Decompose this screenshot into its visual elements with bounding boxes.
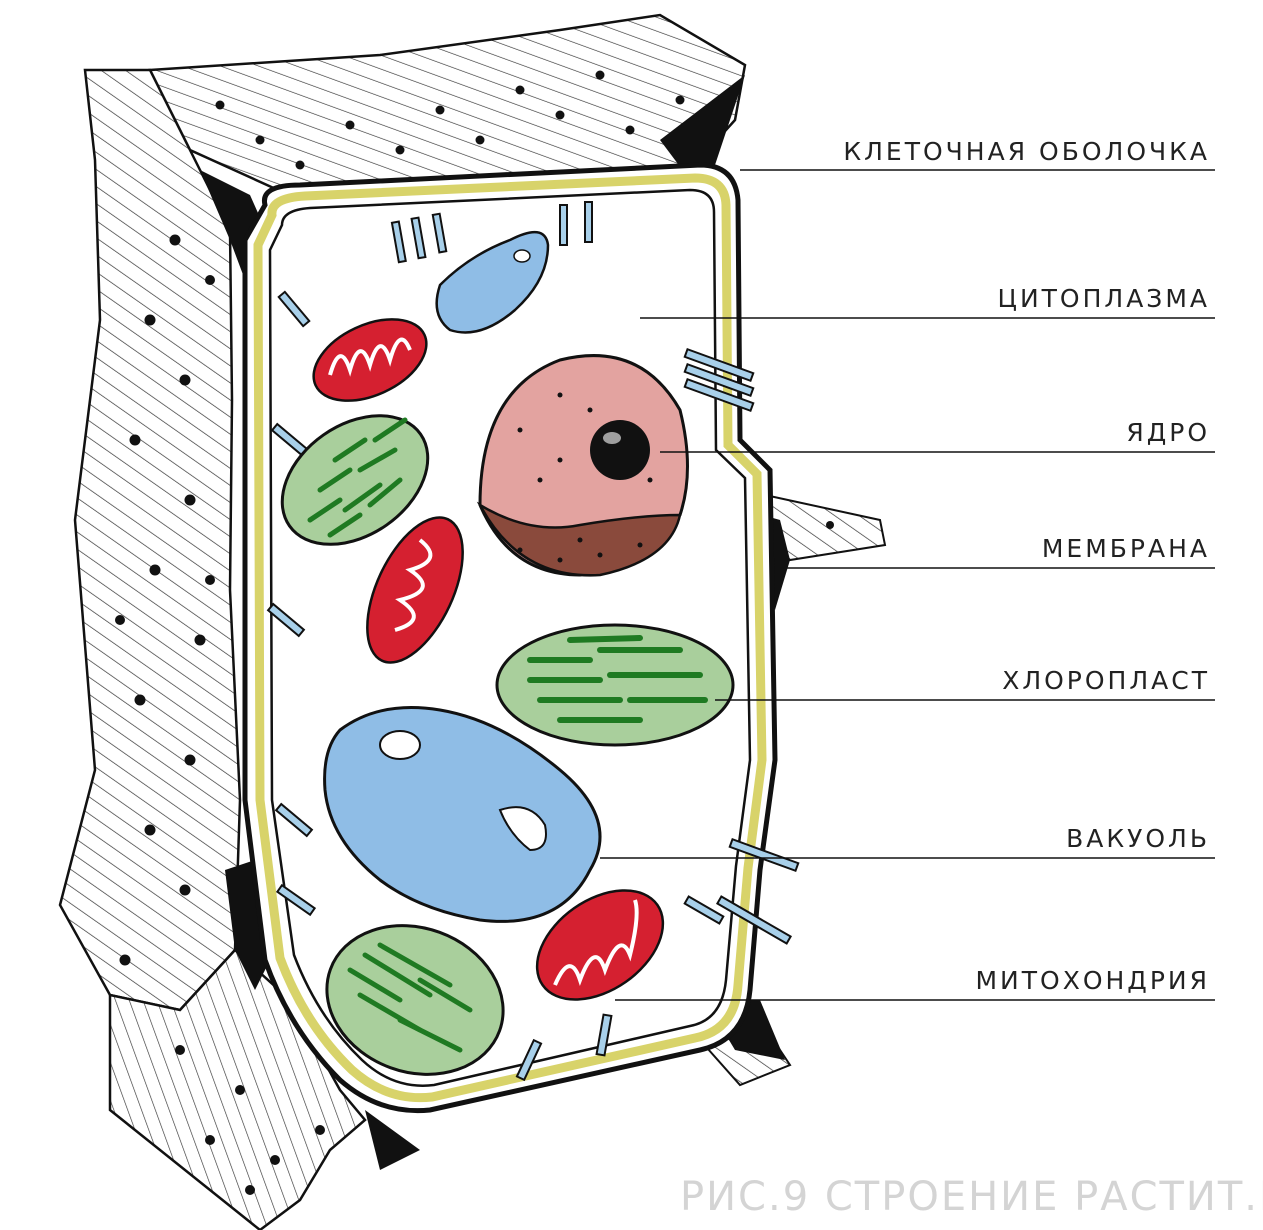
chloroplast-2 <box>497 625 733 745</box>
label-chloroplast: ХЛОРОПЛАСТ <box>1002 666 1210 695</box>
label-mitochondrion: МИТОХОНДРИЯ <box>975 966 1210 995</box>
label-vacuole: ВАКУОЛЬ <box>1066 824 1210 853</box>
label-cytoplasm: ЦИТОПЛАЗМА <box>998 284 1210 313</box>
figure-caption: РИС.9 СТРОЕНИЕ РАСТИТ.КЛЕ <box>680 1174 1263 1220</box>
nucleolus <box>590 420 650 480</box>
neighbor-cell-left <box>60 70 240 1010</box>
label-cell-wall: КЛЕТОЧНАЯ ОБОЛОЧКА <box>843 137 1210 166</box>
labels: КЛЕТОЧНАЯ ОБОЛОЧКА ЦИТОПЛАЗМА ЯДРО МЕМБР… <box>843 137 1210 995</box>
label-membrane: МЕМБРАНА <box>1042 534 1210 563</box>
label-nucleus: ЯДРО <box>1126 418 1210 447</box>
